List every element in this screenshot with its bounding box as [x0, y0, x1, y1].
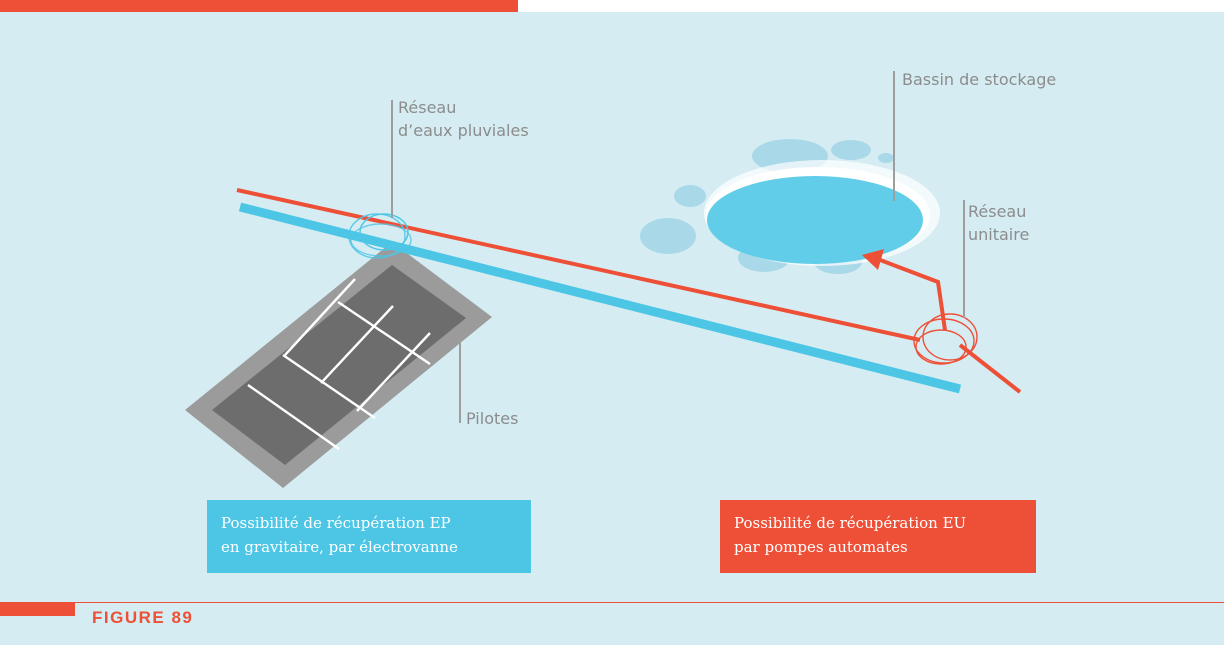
reseau-unitaire-label: Réseau unitaire [968, 200, 1029, 246]
red-pump-pipe [874, 256, 947, 331]
storage-pond [704, 160, 940, 266]
figure-label: FIGURE 89 [92, 608, 194, 627]
reseau-unitaire-label-line2: unitaire [968, 225, 1030, 244]
reseau-ep-label-line2: d’eaux pluviales [398, 121, 529, 140]
red-pipe [236, 188, 921, 342]
red-outflow-pipe [958, 343, 1022, 394]
bassin-label: Bassin de stockage [902, 70, 1057, 89]
ep-junction-circle [348, 213, 412, 259]
figure-divider [0, 602, 1224, 603]
building [185, 242, 492, 488]
eu-recovery-line1: Possibilité de récupération EU [734, 514, 967, 532]
red-arrow-head [862, 249, 884, 270]
reseau-ep-label-line1: Réseau [398, 98, 457, 117]
ep-recovery-line1: Possibilité de récupération EP [221, 514, 451, 532]
figure-tab [0, 602, 75, 616]
eu-recovery-box: Possibilité de récupération EU par pompe… [720, 500, 1036, 573]
ep-recovery-line2: en gravitaire, par électrovanne [221, 538, 458, 556]
ep-recovery-box: Possibilité de récupération EP en gravit… [207, 500, 531, 573]
pilotes-label: Pilotes [466, 409, 519, 428]
reseau-unitaire-label-line1: Réseau [968, 202, 1027, 221]
eu-recovery-line2: par pompes automates [734, 538, 908, 556]
blue-pipe [238, 202, 962, 394]
top-accent-bar [0, 0, 518, 12]
unitaire-junction-circle [913, 313, 978, 365]
reseau-ep-label: Réseau d’eaux pluviales [398, 96, 529, 142]
